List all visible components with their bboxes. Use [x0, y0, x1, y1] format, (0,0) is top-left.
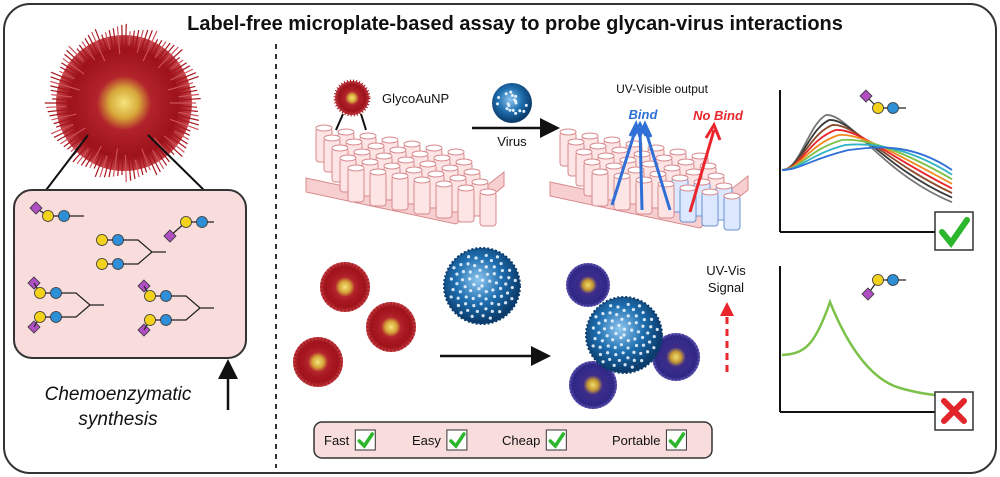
uv-visible-output-label: UV-Visible output	[616, 82, 709, 96]
binding-spectrum	[781, 114, 953, 204]
no-bind-arrow	[688, 121, 722, 213]
bind-label: Bind	[629, 107, 659, 122]
feature-portable: Portable	[612, 429, 687, 451]
check-badge	[934, 211, 974, 251]
outer-frame	[3, 3, 997, 474]
zoom-line-left	[39, 134, 89, 199]
feature-easy: Easy	[412, 429, 468, 451]
glycan-panel	[13, 189, 247, 359]
cross-badge	[934, 391, 974, 431]
microplate-left	[305, 124, 505, 227]
glycoaunp-particle	[333, 79, 371, 117]
glycoaunp-label: GlycoAuNP	[382, 91, 449, 106]
bind-arrows	[610, 119, 672, 211]
feature-fast: Fast	[324, 429, 376, 451]
feature-label: Easy	[412, 433, 441, 448]
check-icon	[449, 432, 466, 449]
aggregated-complex	[566, 263, 700, 409]
feature-label: Portable	[612, 433, 660, 448]
chart-binding	[779, 89, 974, 251]
chart-no-binding	[779, 266, 974, 431]
binding-spectrum	[781, 146, 953, 171]
figure-title: Label-free microplate-based assay to pro…	[187, 13, 843, 35]
binding-spectrum	[781, 124, 953, 194]
glycoaunp-tether	[335, 113, 367, 131]
caption-chemoenzymatic: Chemoenzymatic	[45, 384, 192, 405]
feature-label: Fast	[324, 433, 350, 448]
no-binding-spectrum	[781, 298, 954, 398]
caption-synthesis: synthesis	[78, 409, 158, 430]
binding-spectrum	[781, 129, 953, 190]
uv-vis-signal-line2: Signal	[708, 280, 744, 295]
virus-label: Virus	[497, 134, 527, 149]
virus-particle-large	[443, 247, 521, 325]
binding-spectrum	[781, 138, 953, 180]
check-icon	[668, 432, 686, 449]
feature-label: Cheap	[502, 433, 540, 448]
uv-vis-signal-line1: UV-Vis	[706, 263, 746, 278]
virus-particle-small	[492, 83, 532, 123]
zoom-line-right	[147, 134, 213, 199]
no-bind-label: No Bind	[693, 108, 744, 123]
check-icon	[548, 432, 566, 449]
glycan-structures	[27, 201, 214, 337]
check-icon	[357, 432, 375, 449]
feature-box	[313, 421, 713, 459]
binding-spectrum	[781, 143, 953, 176]
large-glyco-nanoparticle	[44, 23, 201, 183]
binding-spectrum	[781, 134, 953, 185]
free-glycoaunp-group	[293, 262, 416, 387]
feature-cheap: Cheap	[502, 429, 567, 451]
signal-up-arrow	[720, 302, 734, 372]
binding-spectrum	[781, 119, 953, 199]
